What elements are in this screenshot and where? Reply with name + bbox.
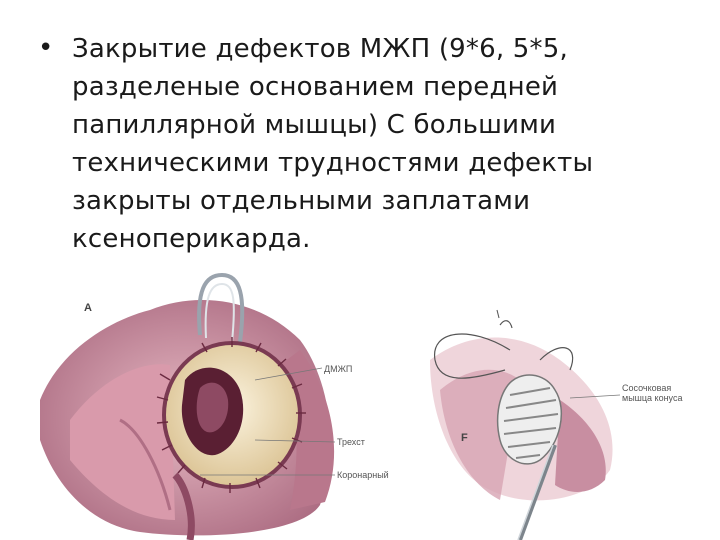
bullet-marker: • [38, 33, 54, 63]
label-tricuspid: Трехст [337, 437, 365, 447]
label-coronary: Коронарный [337, 470, 389, 480]
surgical-illustration: A F ДМЖП Трехст Коронарный Сосочковая мы… [0, 270, 720, 540]
heart-right-panel [430, 309, 621, 540]
illustration-drawing [40, 272, 621, 540]
label-vsd: ДМЖП [324, 364, 353, 374]
label-papillary-muscle: Сосочковая мышца конуса [622, 383, 683, 403]
panel-letter-a: A [84, 302, 92, 314]
heart-left-panel [40, 272, 336, 540]
panel-letter-f: F [461, 432, 468, 444]
bullet-text: Закрытие дефектов МЖП (9*6, 5*5, разделе… [72, 34, 594, 254]
